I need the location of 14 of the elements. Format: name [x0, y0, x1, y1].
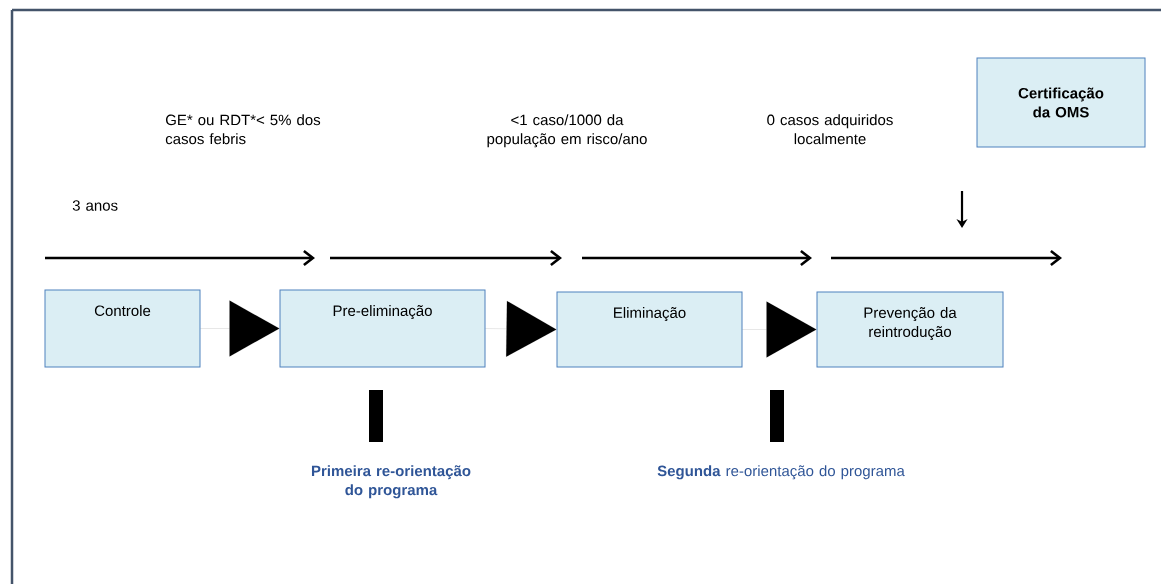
triangle-arrow: [742, 301, 817, 358]
criterion-label: 0 casos adquiridos localmente: [767, 114, 893, 145]
stage-note: Segunda re-orientação do programa: [657, 465, 905, 480]
stage-box: Pre-eliminação: [279, 289, 486, 368]
criterion-label: <1 caso/1000 da população em risco/ano: [487, 114, 647, 148]
stage-box: Prevenção da reintrodução: [816, 291, 1004, 368]
stage-box: Eliminação: [556, 291, 743, 368]
triangle-arrow: [485, 300, 557, 357]
certification-box: Certificação da OMS: [976, 57, 1146, 148]
criterion-label: GE* ou RDT*< 5% dos casos febris: [165, 114, 321, 145]
stage-box: Controle: [44, 289, 201, 368]
duration-label: 3 anos: [72, 200, 118, 211]
stage-note: Primeira re-orientação do programa: [312, 465, 471, 499]
triangle-arrow: [200, 300, 280, 357]
